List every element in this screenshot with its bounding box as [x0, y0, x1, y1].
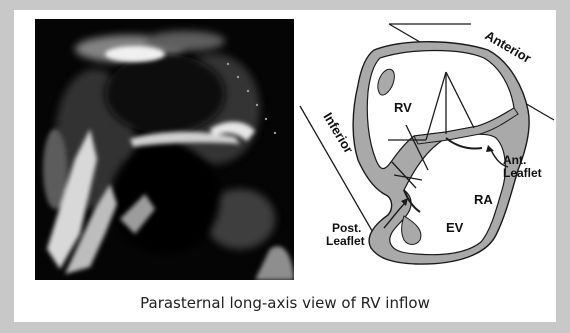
label-inferior: Inferior: [320, 110, 356, 156]
label-ra: RA: [474, 192, 493, 207]
label-post-leaflet-line2: Leaflet: [326, 234, 365, 248]
label-ev: EV: [446, 220, 464, 235]
label-ant-leaflet-line1: Ant.: [503, 153, 526, 167]
echocardiogram-image: [35, 19, 294, 280]
label-ant-leaflet-line2: Leaflet: [503, 166, 542, 180]
label-rv: RV: [394, 100, 412, 115]
figure-panel: Anterior Inferior RV RA EV Ant. Leaflet …: [14, 10, 556, 322]
rv-inflow-schematic: Anterior Inferior RV RA EV Ant. Leaflet …: [296, 10, 556, 276]
label-post-leaflet-line1: Post.: [332, 221, 361, 235]
figure-caption: Parasternal long-axis view of RV inflow: [14, 294, 556, 312]
